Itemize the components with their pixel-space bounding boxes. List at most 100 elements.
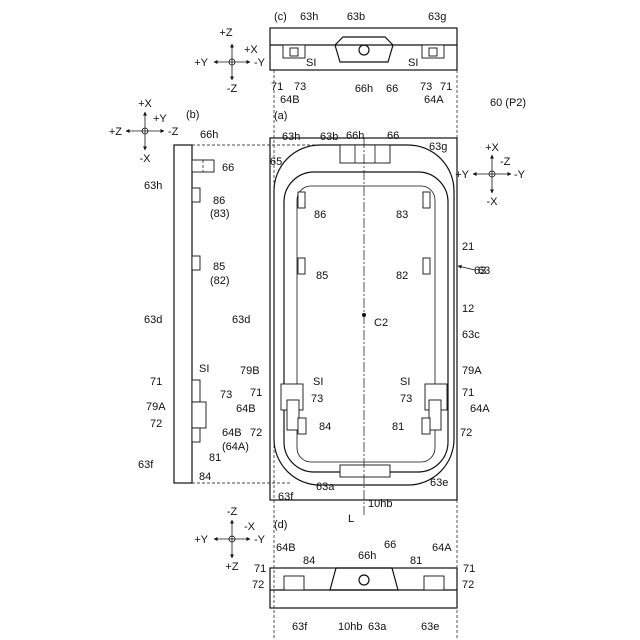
label-view_b_labels-6: (82) [210,275,230,287]
label-axes-d-left: +Y [194,534,208,546]
label-view_b_labels-3: 86 [213,195,225,207]
sensor-84-b [192,428,200,442]
label-view_b_labels-12: 72 [150,418,162,430]
label-axes-d-down: +Z [225,561,238,573]
label-view_a_labels-15: 63c [462,329,480,341]
label-view_a_labels-33: 63e [430,477,448,489]
label-view_c_labels-4: SI [408,57,418,69]
label-view_b_labels-10: 73 [220,389,232,401]
label-view_a_labels-14: C2 [374,317,388,329]
block-79A-b [192,380,200,402]
label-view_a_labels-25: 64A [470,403,490,415]
label-view_d_labels-8: 71 [463,563,475,575]
label-axes-c-center: +X [244,44,258,56]
label-view_a_labels-10: 85 [316,270,328,282]
sensor-73-left-c [290,48,298,56]
label-view_d_labels-7: 72 [252,579,264,591]
label-view_a_labels-18: SI [400,376,410,388]
label-view_b_labels-0: 66h [200,129,218,141]
label-view_a_labels-8: 21 [462,241,474,253]
view-a [270,138,457,515]
label-view_c_labels-10: 66h [355,83,373,95]
label-view_a_labels-31: 63a [316,481,335,493]
label-view_a_labels-19: 79A [462,365,482,377]
label-view_d_labels-6: 71 [254,563,266,575]
label-view_a_labels-29: 72 [460,427,472,439]
label-view_b_labels-15: 81 [209,452,221,464]
label-axes-c-left: +Y [194,57,208,69]
label-axes-b-left: +Z [109,126,122,138]
sensor-85-b [192,256,200,270]
label-views-b: (b) [186,109,199,121]
label-view_a_labels-30: 63f [278,491,294,503]
boss-66-d [330,568,398,590]
label-axes-d-right: -Y [254,534,266,546]
sensor-73-right-c [429,48,437,56]
label-view_b_labels-9: 71 [150,376,162,388]
center-C2 [362,313,366,317]
label-view_d_labels-0: 64B [276,542,296,554]
label-view_a_labels-28: 81 [392,421,404,433]
sensor-85-a [298,258,305,274]
body-12 [297,186,435,462]
label-view_a_labels-4: 63g [429,141,447,153]
label-view_c_labels-0: 63h [300,11,318,23]
sensor-86-b [192,188,200,202]
label-view_a_labels-34: L [348,513,354,525]
label-view_c_labels-2: 63g [428,11,446,23]
label-view_a_labels-17: SI [313,376,323,388]
label-view_c_labels-8: 71 [440,81,452,93]
label-view_c_labels-1: 63b [347,11,365,23]
label-axes-a-right: -Y [514,169,526,181]
label-view_a_labels-24: 73 [400,393,412,405]
label-view_a_labels-3: 66 [387,130,399,142]
label-axes-a-left: +Y [455,169,469,181]
label-view_a_labels-22: 64B [236,403,256,415]
sensor-86-a [298,192,305,208]
view-b-frame [174,145,192,483]
label-view_b_labels-13: 64B [222,427,242,439]
label-views-d: (d) [274,519,287,531]
label-view_b_labels-17: 84 [199,471,211,483]
label-view_b_labels-1: 66 [222,162,234,174]
label-view_a_labels-6: 86 [314,209,326,221]
label-view_d_labels-11: 10hb [338,621,362,633]
sensor-82-a [423,258,430,274]
label-view_a_labels-13: 63d [232,314,250,326]
label-view_d_labels-9: 72 [462,579,474,591]
label-view_b_labels-14: (64A) [222,441,249,453]
label-view_a_labels-23: 73 [311,393,323,405]
sensor-83-a [423,192,430,208]
label-view_a_labels-21: 71 [462,387,474,399]
label-axes-b-up: +X [138,98,152,110]
block-64B-a [287,400,299,430]
sensor-84-a [298,418,306,434]
label-views-c: (c) [274,11,287,23]
label-view_b_labels-8: SI [199,363,209,375]
label-view_c_labels-11: 66 [386,83,398,95]
reference-labels: (c)(b)(a)(d)60 (P2)63+Z-Z+Y-Y+X+X-X+Z-Z+… [109,11,526,633]
label-axes-d-center: -X [244,521,256,533]
block-64A-a [429,400,441,430]
label-view_b_labels-11: 79A [146,401,166,413]
label-axes-d-up: -Z [227,506,238,518]
label-view_d_labels-3: 64A [432,542,452,554]
label-view_b_labels-16: 63f [138,459,154,471]
label-view_a_labels-9: 63 [474,265,486,277]
label-view_a_labels-20: 71 [250,387,262,399]
hole-66h-d [359,575,369,585]
label-axes-a-center: -Z [500,156,511,168]
label-axes-b-down: -X [140,153,152,165]
label-axes-b-right: -Z [168,126,179,138]
label-figure_number: 60 (P2) [490,97,526,109]
boss-66-a [340,145,390,163]
label-view_a_labels-32: 10hb [368,498,392,510]
label-view_c_labels-5: 71 [271,81,283,93]
label-view_d_labels-4: 84 [303,555,315,567]
label-view_a_labels-27: 84 [319,421,331,433]
label-axes-c-up: +Z [219,27,232,39]
label-axes-a-down: -X [487,196,499,208]
label-view_b_labels-5: 85 [213,261,225,273]
label-view_a_labels-7: 83 [396,209,408,221]
